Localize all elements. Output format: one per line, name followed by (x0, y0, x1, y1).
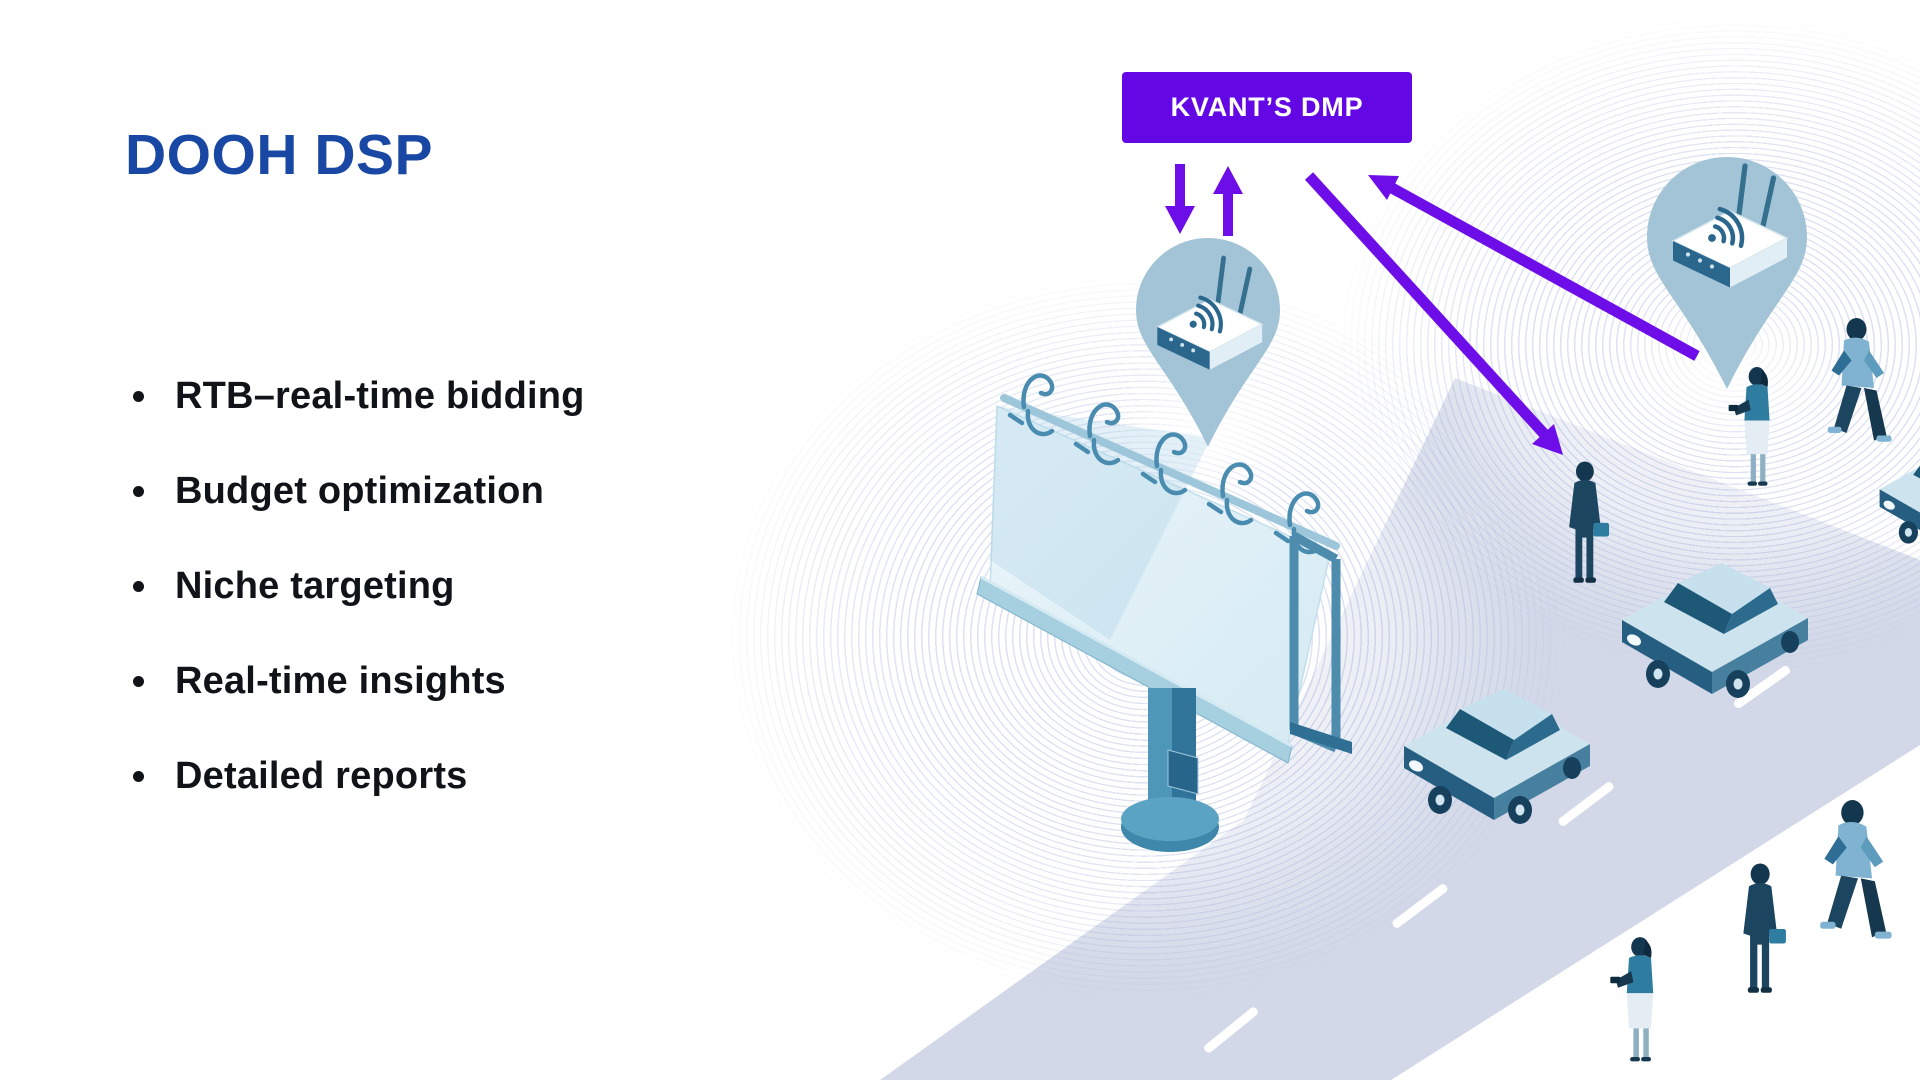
pedestrian-icon (1569, 461, 1610, 583)
billboard-icon (976, 375, 1352, 852)
location-pin-icon (1136, 238, 1280, 447)
bullet-icon (133, 485, 144, 497)
bullet-icon (133, 580, 144, 592)
pedestrian-icon (1728, 367, 1770, 486)
list-item: Niche targeting (133, 562, 585, 610)
pedestrian-icon (1743, 863, 1786, 993)
arrow-down-icon (1165, 164, 1195, 234)
dmp-box-label: KVANT’S DMP (1170, 92, 1364, 122)
location-pin-icon (1647, 157, 1807, 389)
list-item: Detailed reports (133, 752, 585, 800)
list-item-label: Real-time insights (175, 659, 506, 702)
list-item-label: Budget optimization (175, 469, 544, 512)
pedestrian-icon (1610, 937, 1654, 1062)
list-item: Real-time insights (133, 657, 585, 705)
list-item: Budget optimization (133, 467, 585, 515)
car-icon (1879, 443, 1920, 552)
feature-list: RTB–real-time bidding Budget optimizatio… (133, 372, 585, 847)
list-item-label: Detailed reports (175, 754, 468, 797)
car-icon (1404, 689, 1590, 824)
pedestrian-icon (1827, 318, 1892, 442)
arrow-diagonal-icon (1368, 175, 1700, 361)
bullet-icon (133, 390, 144, 402)
dmp-box: KVANT’S DMP (1122, 72, 1412, 143)
arrow-diagonal-icon (1304, 172, 1563, 455)
page-title: DOOH DSP (125, 123, 434, 187)
bullet-icon (133, 770, 144, 782)
bullet-icon (133, 675, 144, 687)
lane-marking (1204, 665, 1791, 1053)
dmp-arrows (1165, 164, 1700, 455)
arrow-up-icon (1213, 166, 1243, 236)
pedestrian-icon (1820, 800, 1892, 939)
list-item-label: RTB–real-time bidding (175, 374, 585, 417)
list-item-label: Niche targeting (175, 564, 455, 607)
list-item: RTB–real-time bidding (133, 372, 585, 420)
